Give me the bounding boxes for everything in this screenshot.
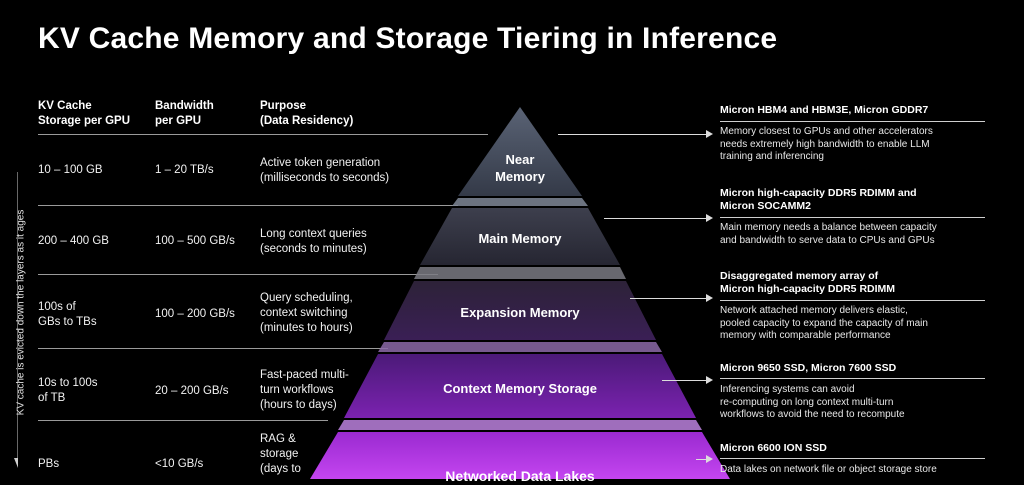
row-1-storage: 10 – 100 GB — [38, 164, 103, 176]
row-divider — [38, 274, 438, 275]
header-purpose: Purpose(Data Residency) — [260, 100, 354, 127]
row-divider — [38, 134, 488, 135]
product-divider — [720, 378, 985, 379]
product-title-ion-ssd: Micron 6600 ION SSD — [720, 442, 827, 454]
connector-line — [630, 298, 706, 299]
tier-near-memory — [458, 107, 582, 196]
row-2-bandwidth: 100 – 500 GB/s — [155, 235, 235, 247]
tier-context-memory-storage — [344, 354, 696, 418]
row-5-bandwidth: <10 GB/s — [155, 458, 204, 470]
row-3-purpose: Query scheduling,context switching(minut… — [260, 292, 353, 334]
row-5-purpose: RAG &storage(days to — [260, 433, 301, 475]
row-divider — [38, 348, 388, 349]
row-2-purpose: Long context queries(seconds to minutes) — [260, 228, 367, 255]
row-divider — [38, 420, 328, 421]
tier-expansion-memory — [384, 281, 656, 340]
product-desc-ddr5: Main memory needs a balance between capa… — [720, 222, 937, 246]
product-divider — [720, 217, 985, 218]
tier-label-networked-data-lakes: Networked Data Lakes — [445, 468, 595, 484]
connector-line — [604, 218, 706, 219]
down-arrow-icon — [14, 172, 18, 468]
connector-line — [696, 459, 706, 460]
row-divider — [38, 205, 458, 206]
tier-networked-data-lakes — [310, 432, 730, 479]
row-1-bandwidth: 1 – 20 TB/s — [155, 164, 214, 176]
arrow-right-icon — [706, 130, 713, 138]
row-3-bandwidth: 100 – 200 GB/s — [155, 308, 235, 320]
product-divider — [720, 121, 985, 122]
connector-line — [558, 134, 706, 135]
tier-main-memory — [420, 208, 620, 265]
product-title-ssd: Micron 9650 SSD, Micron 7600 SSD — [720, 362, 897, 374]
arrow-right-icon — [706, 214, 713, 222]
row-4-purpose: Fast-paced multi-turn workflows(hours to… — [260, 369, 349, 411]
eviction-side-note: KV cache is evicted down the layers as i… — [4, 172, 27, 468]
row-2-storage: 200 – 400 GB — [38, 235, 109, 247]
product-title-hbm: Micron HBM4 and HBM3E, Micron GDDR7 — [720, 104, 929, 116]
tier-separator — [378, 342, 662, 352]
arrow-right-icon — [706, 294, 713, 302]
tier-separator — [338, 420, 702, 430]
product-divider — [720, 300, 985, 301]
tier-separator — [414, 267, 626, 279]
tier-separator — [452, 198, 588, 206]
row-1-purpose: Active token generation(milliseconds to … — [260, 157, 390, 184]
product-divider — [720, 458, 985, 459]
row-4-bandwidth: 20 – 200 GB/s — [155, 385, 229, 397]
arrow-right-icon — [706, 376, 713, 384]
tier-label-expansion-memory: Expansion Memory — [460, 305, 580, 320]
product-desc-ion-ssd: Data lakes on network file or object sto… — [720, 464, 937, 475]
connector-line — [662, 380, 706, 381]
tier-label-context-memory-storage: Context Memory Storage — [443, 381, 597, 396]
row-5-storage: PBs — [38, 458, 60, 470]
page-title: KV Cache Memory and Storage Tiering in I… — [38, 22, 778, 55]
arrow-right-icon — [706, 455, 713, 463]
tier-label-main-memory: Main Memory — [478, 231, 562, 246]
product-desc-hbm: Memory closest to GPUs and other acceler… — [720, 126, 933, 163]
product-desc-disaggregated: Network attached memory delivers elastic… — [720, 305, 928, 342]
